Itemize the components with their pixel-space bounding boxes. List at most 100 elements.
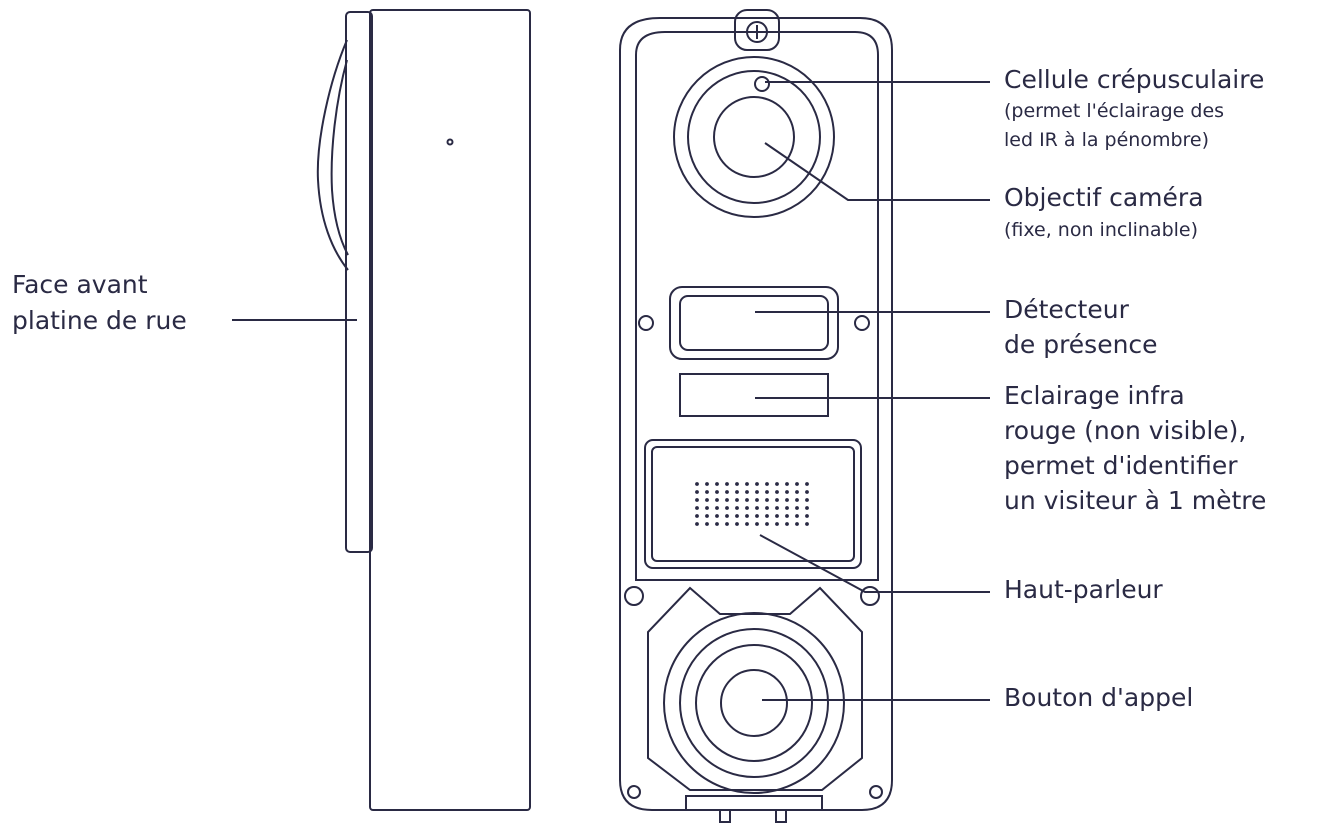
label-bouton-appel: Bouton d'appel bbox=[1004, 683, 1193, 712]
speaker-hole bbox=[725, 490, 729, 494]
speaker-hole bbox=[725, 482, 729, 486]
speaker-hole bbox=[745, 482, 749, 486]
speaker-hole bbox=[715, 506, 719, 510]
speaker-hole bbox=[805, 506, 809, 510]
speaker-hole bbox=[805, 522, 809, 526]
speaker-hole bbox=[745, 490, 749, 494]
label-detecteur-line1: Détecteur bbox=[1004, 295, 1130, 324]
bottom-slot-right bbox=[775, 809, 787, 823]
speaker-hole bbox=[755, 522, 759, 526]
speaker-hole bbox=[775, 482, 779, 486]
label-cellule-sub2: led IR à la pénombre) bbox=[1004, 129, 1209, 151]
label-cellule-sub1: (permet l'éclairage des bbox=[1004, 100, 1224, 122]
ir-lighting-window bbox=[679, 373, 829, 417]
dusk-sensor bbox=[754, 76, 770, 92]
front-view-inner-border bbox=[635, 31, 879, 581]
label-haut-parleur: Haut-parleur bbox=[1004, 575, 1163, 604]
lower-left-hole bbox=[624, 586, 644, 606]
speaker-hole bbox=[765, 522, 769, 526]
speaker-hole bbox=[805, 490, 809, 494]
button-mount-bracket bbox=[647, 586, 863, 791]
speaker-hole bbox=[715, 498, 719, 502]
bottom-notch bbox=[685, 795, 823, 810]
lower-right-hole bbox=[860, 586, 880, 606]
speaker-hole bbox=[735, 506, 739, 510]
speaker-hole bbox=[695, 490, 699, 494]
speaker-hole bbox=[765, 490, 769, 494]
top-screw-head bbox=[746, 21, 768, 43]
call-button-ring-outer bbox=[663, 612, 845, 794]
speaker-hole bbox=[745, 522, 749, 526]
speaker-hole bbox=[745, 498, 749, 502]
speaker-hole bbox=[735, 482, 739, 486]
speaker-hole bbox=[725, 506, 729, 510]
speaker-hole bbox=[715, 514, 719, 518]
speaker-hole bbox=[695, 482, 699, 486]
speaker-hole bbox=[785, 506, 789, 510]
speaker-hole bbox=[725, 498, 729, 502]
speaker-inner bbox=[651, 446, 855, 562]
call-button-ring-mid bbox=[679, 628, 829, 778]
speaker-hole bbox=[765, 482, 769, 486]
speaker-hole bbox=[785, 522, 789, 526]
speaker-hole bbox=[735, 490, 739, 494]
speaker-hole bbox=[735, 498, 739, 502]
label-face-avant-line1: Face avant bbox=[12, 270, 148, 299]
speaker-hole bbox=[725, 522, 729, 526]
speaker-hole bbox=[695, 506, 699, 510]
speaker-hole bbox=[745, 506, 749, 510]
speaker-hole bbox=[725, 514, 729, 518]
side-view-front-plate bbox=[345, 11, 373, 553]
label-eclairage-line2: rouge (non visible), bbox=[1004, 416, 1246, 445]
labels: Face avant platine de rue Cellule crépus… bbox=[12, 65, 1266, 712]
motion-detector-window bbox=[679, 295, 829, 351]
label-eclairage-line1: Eclairage infra bbox=[1004, 381, 1185, 410]
speaker-hole bbox=[795, 490, 799, 494]
side-view-lens-bulge bbox=[316, 39, 349, 271]
bottom-right-screw bbox=[869, 785, 883, 799]
speaker-hole bbox=[705, 482, 709, 486]
speaker-hole bbox=[715, 522, 719, 526]
left-hole bbox=[638, 315, 654, 331]
front-view-casing bbox=[619, 17, 893, 811]
leader-haut-parleur bbox=[759, 534, 990, 593]
speaker-hole bbox=[705, 490, 709, 494]
call-button-ring-inner bbox=[695, 644, 813, 762]
side-view-lens-inner bbox=[330, 59, 349, 256]
camera-ring-mid bbox=[687, 70, 821, 204]
speaker-hole bbox=[785, 490, 789, 494]
speaker-hole bbox=[705, 506, 709, 510]
speaker-hole bbox=[765, 514, 769, 518]
side-view-body bbox=[369, 9, 531, 811]
speaker-hole bbox=[795, 498, 799, 502]
camera-lens bbox=[713, 96, 795, 178]
speaker-grille bbox=[695, 482, 809, 526]
motion-detector-frame bbox=[669, 286, 839, 360]
speaker-hole bbox=[775, 506, 779, 510]
speaker-hole bbox=[795, 522, 799, 526]
speaker-hole bbox=[805, 514, 809, 518]
bottom-slot-left bbox=[719, 809, 731, 823]
speaker-hole bbox=[795, 514, 799, 518]
label-objectif-sub: (fixe, non inclinable) bbox=[1004, 219, 1198, 241]
top-screw-tab bbox=[734, 9, 780, 51]
speaker-hole bbox=[765, 498, 769, 502]
speaker-hole bbox=[775, 514, 779, 518]
speaker-hole bbox=[805, 482, 809, 486]
speaker-hole bbox=[695, 514, 699, 518]
speaker-hole bbox=[755, 514, 759, 518]
speaker-hole bbox=[785, 498, 789, 502]
label-cellule-title: Cellule crépusculaire bbox=[1004, 65, 1264, 94]
call-button bbox=[720, 669, 788, 737]
speaker-hole bbox=[775, 522, 779, 526]
speaker-hole bbox=[765, 506, 769, 510]
speaker-hole bbox=[705, 514, 709, 518]
speaker-hole bbox=[785, 514, 789, 518]
label-eclairage-line3: permet d'identifier bbox=[1004, 451, 1238, 480]
speaker-hole bbox=[755, 482, 759, 486]
speaker-hole bbox=[705, 498, 709, 502]
speaker-hole bbox=[795, 482, 799, 486]
leader-lines bbox=[232, 81, 990, 701]
side-view bbox=[316, 9, 531, 811]
